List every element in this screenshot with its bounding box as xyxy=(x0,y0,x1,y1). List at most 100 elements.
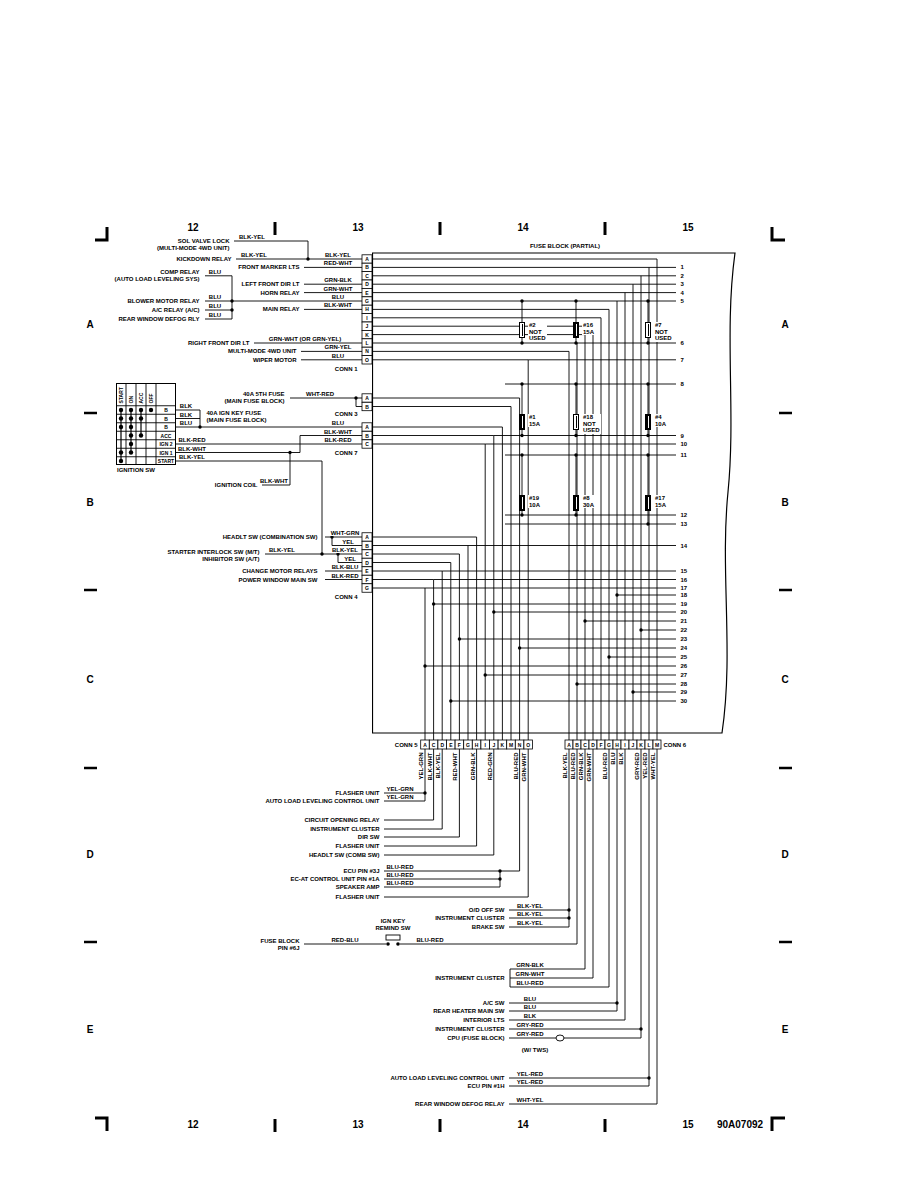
wire-color: BLU-RED xyxy=(416,937,444,943)
wire-color: GRN-BLK xyxy=(470,752,476,781)
component-name: A/C SW xyxy=(482,1000,505,1006)
wire xyxy=(633,284,676,285)
fuse-symbol xyxy=(573,414,579,430)
wire-color: BLK-YEL xyxy=(332,547,359,553)
switch-contact xyxy=(139,433,143,437)
wire xyxy=(433,749,434,820)
fuse: #18 NOT USED xyxy=(573,414,601,434)
wire xyxy=(641,276,642,740)
component-name: PIN #6J xyxy=(277,945,300,951)
wire xyxy=(585,335,586,740)
junction-dot xyxy=(615,1001,618,1004)
wire xyxy=(304,309,362,310)
wire-color: BLK xyxy=(179,412,192,418)
grid-ref: D xyxy=(781,850,789,860)
junction-dot xyxy=(646,382,649,385)
component-name: O/D OFF SW xyxy=(468,907,505,913)
wire xyxy=(434,604,676,605)
wire xyxy=(372,259,657,260)
wire-color: BLU-RED xyxy=(570,752,576,780)
wire xyxy=(522,301,523,322)
wire xyxy=(384,820,434,821)
pin-letter: O xyxy=(365,357,370,362)
component-name: WIPER MOTOR xyxy=(252,357,297,363)
terminal-name: IGN 1 xyxy=(159,450,173,455)
junction-dot xyxy=(498,877,501,880)
wire xyxy=(509,1038,641,1039)
pin-box xyxy=(629,740,637,749)
wire-color: GRN-WHT (OR GRN-YEL) xyxy=(268,336,341,342)
wire xyxy=(372,301,617,302)
component-name: POWER WINDOW MAIN SW xyxy=(238,577,318,583)
junction-dot xyxy=(230,308,233,311)
wire-color: BLU xyxy=(208,269,221,275)
component-name: BRAKE SW xyxy=(471,924,505,930)
component-name: FLASHER UNIT xyxy=(335,843,380,849)
component-name: FLASHER UNIT xyxy=(335,790,380,796)
wire-color: BLU xyxy=(523,1004,536,1010)
junction-dot xyxy=(567,908,570,911)
circuit-number: 27 xyxy=(680,672,688,678)
grid-ref: A xyxy=(781,320,789,330)
junction-dot xyxy=(484,673,487,676)
wire xyxy=(372,398,520,399)
fuse-label: #18 NOT USED xyxy=(582,414,601,434)
wire xyxy=(372,427,502,428)
wire xyxy=(372,326,593,327)
wire xyxy=(372,351,569,352)
circuit-number: 17 xyxy=(680,585,688,591)
symbols xyxy=(119,255,661,1080)
pin-letter: A xyxy=(423,742,428,747)
pin-box xyxy=(362,280,372,288)
wire-color: BLU xyxy=(208,303,221,309)
pin-box xyxy=(362,584,372,593)
wire xyxy=(641,630,676,631)
grid-ref: 14 xyxy=(517,223,529,233)
fuse-label: #7 NOT USED xyxy=(654,322,673,342)
wire xyxy=(232,276,233,319)
fuse-symbol xyxy=(519,414,525,430)
wire xyxy=(116,456,176,457)
fuse-label: #17 15A xyxy=(654,495,667,508)
fuse: #16 15A xyxy=(573,322,595,338)
switch-position: OFF xyxy=(149,393,154,404)
wire xyxy=(510,987,609,988)
wire-color: BLK xyxy=(523,1013,536,1019)
wire xyxy=(300,436,301,453)
grid-ref: 13 xyxy=(352,223,364,233)
component-name: ECU PIN #3J xyxy=(343,868,380,874)
wire xyxy=(485,675,676,676)
pin-letter: B xyxy=(575,742,580,747)
component-name: AUTO LOAD LEVELING CONTROL UNIT xyxy=(265,798,380,804)
wire-color: BLU xyxy=(208,294,221,300)
switch-contact xyxy=(119,416,123,420)
fuse-symbol xyxy=(645,495,651,511)
junction-dot xyxy=(354,396,357,399)
wire-color: BLK-YEL xyxy=(562,752,568,779)
wire xyxy=(601,318,602,740)
pin-letter: K xyxy=(639,742,644,747)
wire xyxy=(509,918,569,919)
grid-ref: 15 xyxy=(682,1120,694,1130)
switch-contact xyxy=(149,408,153,412)
pin-letter: G xyxy=(365,586,370,591)
switch-position: ACC xyxy=(139,392,144,404)
circuit-number: 28 xyxy=(680,681,688,687)
component-name: (MAIN FUSE BLOCK) xyxy=(224,398,285,404)
pin-letter: C xyxy=(365,552,370,557)
component-name: INSTRUMENT CLUSTER xyxy=(435,1026,505,1032)
fuse-element xyxy=(522,497,523,509)
wire-color: BLK-YEL xyxy=(435,752,441,779)
wire xyxy=(146,383,147,465)
junction-dot xyxy=(639,1027,642,1030)
wire xyxy=(633,284,634,740)
junction-dot xyxy=(646,341,649,344)
wire-color: BLK-YEL xyxy=(325,252,352,258)
wires xyxy=(116,241,676,1104)
pin-box xyxy=(362,541,372,550)
connector-name: CONN 1 xyxy=(334,366,358,372)
wire xyxy=(254,343,362,344)
fuse-label: #19 10A xyxy=(528,495,541,508)
junction-dot xyxy=(288,451,291,454)
pin-box xyxy=(573,740,581,749)
